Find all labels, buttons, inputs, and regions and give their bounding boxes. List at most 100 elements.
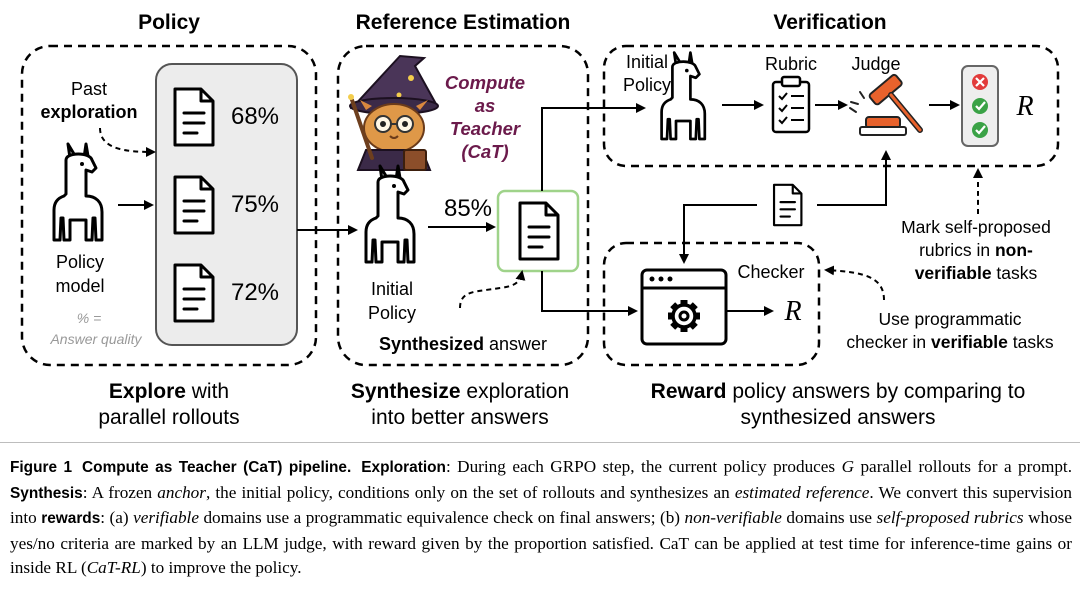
cat-label-3: Teacher bbox=[450, 118, 522, 139]
past-label: Past bbox=[71, 79, 107, 99]
rollout-percent-1: 68% bbox=[231, 103, 279, 130]
document-icon bbox=[173, 175, 215, 235]
figure-label: Figure 1 bbox=[10, 459, 73, 476]
mark-rubrics-note-2: rubrics in non- bbox=[919, 240, 1033, 260]
caption-text: parallel rollouts for a prompt. bbox=[854, 457, 1072, 476]
caption-text: : During each GRPO step, the current pol… bbox=[445, 457, 842, 476]
wizard-cat-icon bbox=[348, 54, 439, 171]
reference-initial-label-2: Policy bbox=[368, 303, 416, 323]
policy-bottom-caption-1: Explore with bbox=[109, 380, 229, 403]
verification-section-title: Verification bbox=[773, 11, 886, 34]
reward-word: Reward bbox=[651, 380, 727, 403]
mark-rubrics-note-1: Mark self-proposed bbox=[901, 217, 1051, 237]
document-icon bbox=[173, 263, 215, 323]
verification-initial-label-1: Initial bbox=[626, 52, 668, 72]
quality-legend-1: % = bbox=[77, 310, 102, 326]
quality-legend-2: Answer quality bbox=[49, 331, 142, 347]
caption-text: : (a) bbox=[100, 508, 134, 527]
llama-icon bbox=[52, 142, 104, 242]
checker-reward-symbol: R bbox=[783, 296, 801, 327]
caption-text: ) to improve the policy. bbox=[140, 558, 302, 577]
reference-section-title: Reference Estimation bbox=[356, 11, 571, 34]
document-icon bbox=[173, 87, 215, 147]
use-checker-note-2: checker in verifiable tasks bbox=[846, 332, 1053, 352]
caption-g: G bbox=[841, 457, 854, 476]
caption-separator bbox=[0, 442, 1080, 443]
synthesize-rest: exploration bbox=[461, 380, 570, 403]
document-icon bbox=[518, 201, 560, 261]
mark-rubrics-pre: rubrics in bbox=[919, 240, 995, 260]
clipboard-icon bbox=[771, 75, 811, 134]
caption-estimated-reference: estimated reference bbox=[734, 482, 870, 502]
use-checker-pre: checker in bbox=[846, 332, 931, 352]
synthesis-term: Synthesis bbox=[10, 484, 83, 502]
llama-icon bbox=[660, 51, 707, 141]
reference-bottom-caption-1: Synthesize exploration bbox=[351, 380, 569, 403]
use-checker-arrow bbox=[824, 265, 885, 301]
synthesized-word: Synthesized bbox=[379, 334, 484, 354]
reference-panel bbox=[336, 44, 590, 367]
caption-rubrics: self-proposed rubrics bbox=[876, 508, 1024, 527]
caption-cat-rl: CaT-RL bbox=[86, 558, 141, 577]
cat-label-2: as bbox=[475, 95, 496, 116]
figure-caption: Figure 1 Compute as Teacher (CaT) pipelin… bbox=[10, 455, 1072, 581]
reference-to-checker-arrow bbox=[679, 204, 757, 264]
cat-label-4: (CaT) bbox=[461, 141, 508, 162]
reference-to-judge-arrow bbox=[817, 150, 891, 206]
caption-verifiable: verifiable bbox=[133, 508, 199, 527]
caption-text: , the initial policy, conditions only on… bbox=[205, 482, 735, 502]
explore-word: Explore bbox=[109, 380, 186, 403]
figure-title: Compute as Teacher (CaT) pipeline. bbox=[82, 459, 352, 476]
gavel-icon bbox=[849, 73, 923, 136]
exploration-label: exploration bbox=[40, 102, 137, 122]
score-checklist-icon bbox=[961, 65, 999, 147]
mark-rubrics-bold: non- bbox=[995, 240, 1033, 260]
verification-bottom-caption-2: synthesized answers bbox=[741, 406, 936, 429]
policy-section-title: Policy bbox=[138, 11, 200, 34]
rewards-term: rewards bbox=[41, 510, 101, 527]
mark-rubrics-tasks: tasks bbox=[992, 263, 1038, 283]
policy-bottom-caption-2: parallel rollouts bbox=[98, 406, 239, 429]
mark-rubrics-note-3: verifiable tasks bbox=[915, 263, 1038, 283]
synthesized-pointer-arrow bbox=[459, 270, 526, 309]
synth-to-verification-arrow bbox=[541, 103, 646, 191]
caption-text: domains use a programmatic equivalence c… bbox=[198, 508, 685, 527]
caption-text: domains use bbox=[781, 508, 877, 527]
caption-text: . We convert this supervision into bbox=[10, 482, 1072, 528]
verification-initial-label-2: Policy bbox=[623, 75, 671, 95]
checker-label: Checker bbox=[737, 262, 804, 282]
exploration-term: Exploration bbox=[361, 459, 446, 476]
caption-text: : A frozen bbox=[82, 482, 158, 502]
pipeline-diagram: Policy Reference Estimation Verification… bbox=[20, 11, 1060, 429]
rollout-percent-2: 75% bbox=[231, 191, 279, 218]
caption-text: whose yes/no criteria are marked by an L… bbox=[10, 508, 1072, 577]
verification-bottom-caption-1: Reward policy answers by comparing to bbox=[651, 380, 1026, 403]
reference-bottom-caption-2: into better answers bbox=[371, 406, 548, 429]
synth-to-checker-arrow bbox=[541, 271, 638, 316]
policy-panel bbox=[20, 44, 318, 367]
checker-branch-panel bbox=[602, 241, 821, 367]
caption-non-verifiable: non-verifiable bbox=[684, 508, 782, 527]
cat-label-1: Compute bbox=[445, 72, 525, 93]
synthesized-percent: 85% bbox=[444, 195, 492, 222]
judge-reward-symbol: R bbox=[1015, 91, 1033, 122]
policy-model-label-2: model bbox=[55, 276, 104, 296]
synthesize-word: Synthesize bbox=[351, 380, 461, 403]
caption-anchor: anchor bbox=[157, 482, 206, 502]
reference-initial-label-1: Initial bbox=[371, 279, 413, 299]
synthesized-rest: answer bbox=[484, 334, 547, 354]
mark-rubrics-verifiable: verifiable bbox=[915, 263, 992, 283]
rollout-percent-3: 72% bbox=[231, 279, 279, 306]
explore-rest: with bbox=[186, 380, 229, 403]
past-exploration-arrow bbox=[99, 127, 156, 157]
use-checker-rest: tasks bbox=[1008, 332, 1054, 352]
checker-gear-icon bbox=[640, 268, 728, 346]
judge-label: Judge bbox=[851, 54, 900, 74]
synthesized-answer-label: Synthesized answer bbox=[379, 334, 547, 354]
llama-icon bbox=[364, 164, 416, 264]
reference-document-icon bbox=[772, 183, 803, 227]
use-checker-bold: verifiable bbox=[931, 332, 1008, 352]
judge-branch-panel bbox=[602, 44, 1060, 168]
rubric-label: Rubric bbox=[765, 54, 817, 74]
policy-model-label-1: Policy bbox=[56, 252, 104, 272]
